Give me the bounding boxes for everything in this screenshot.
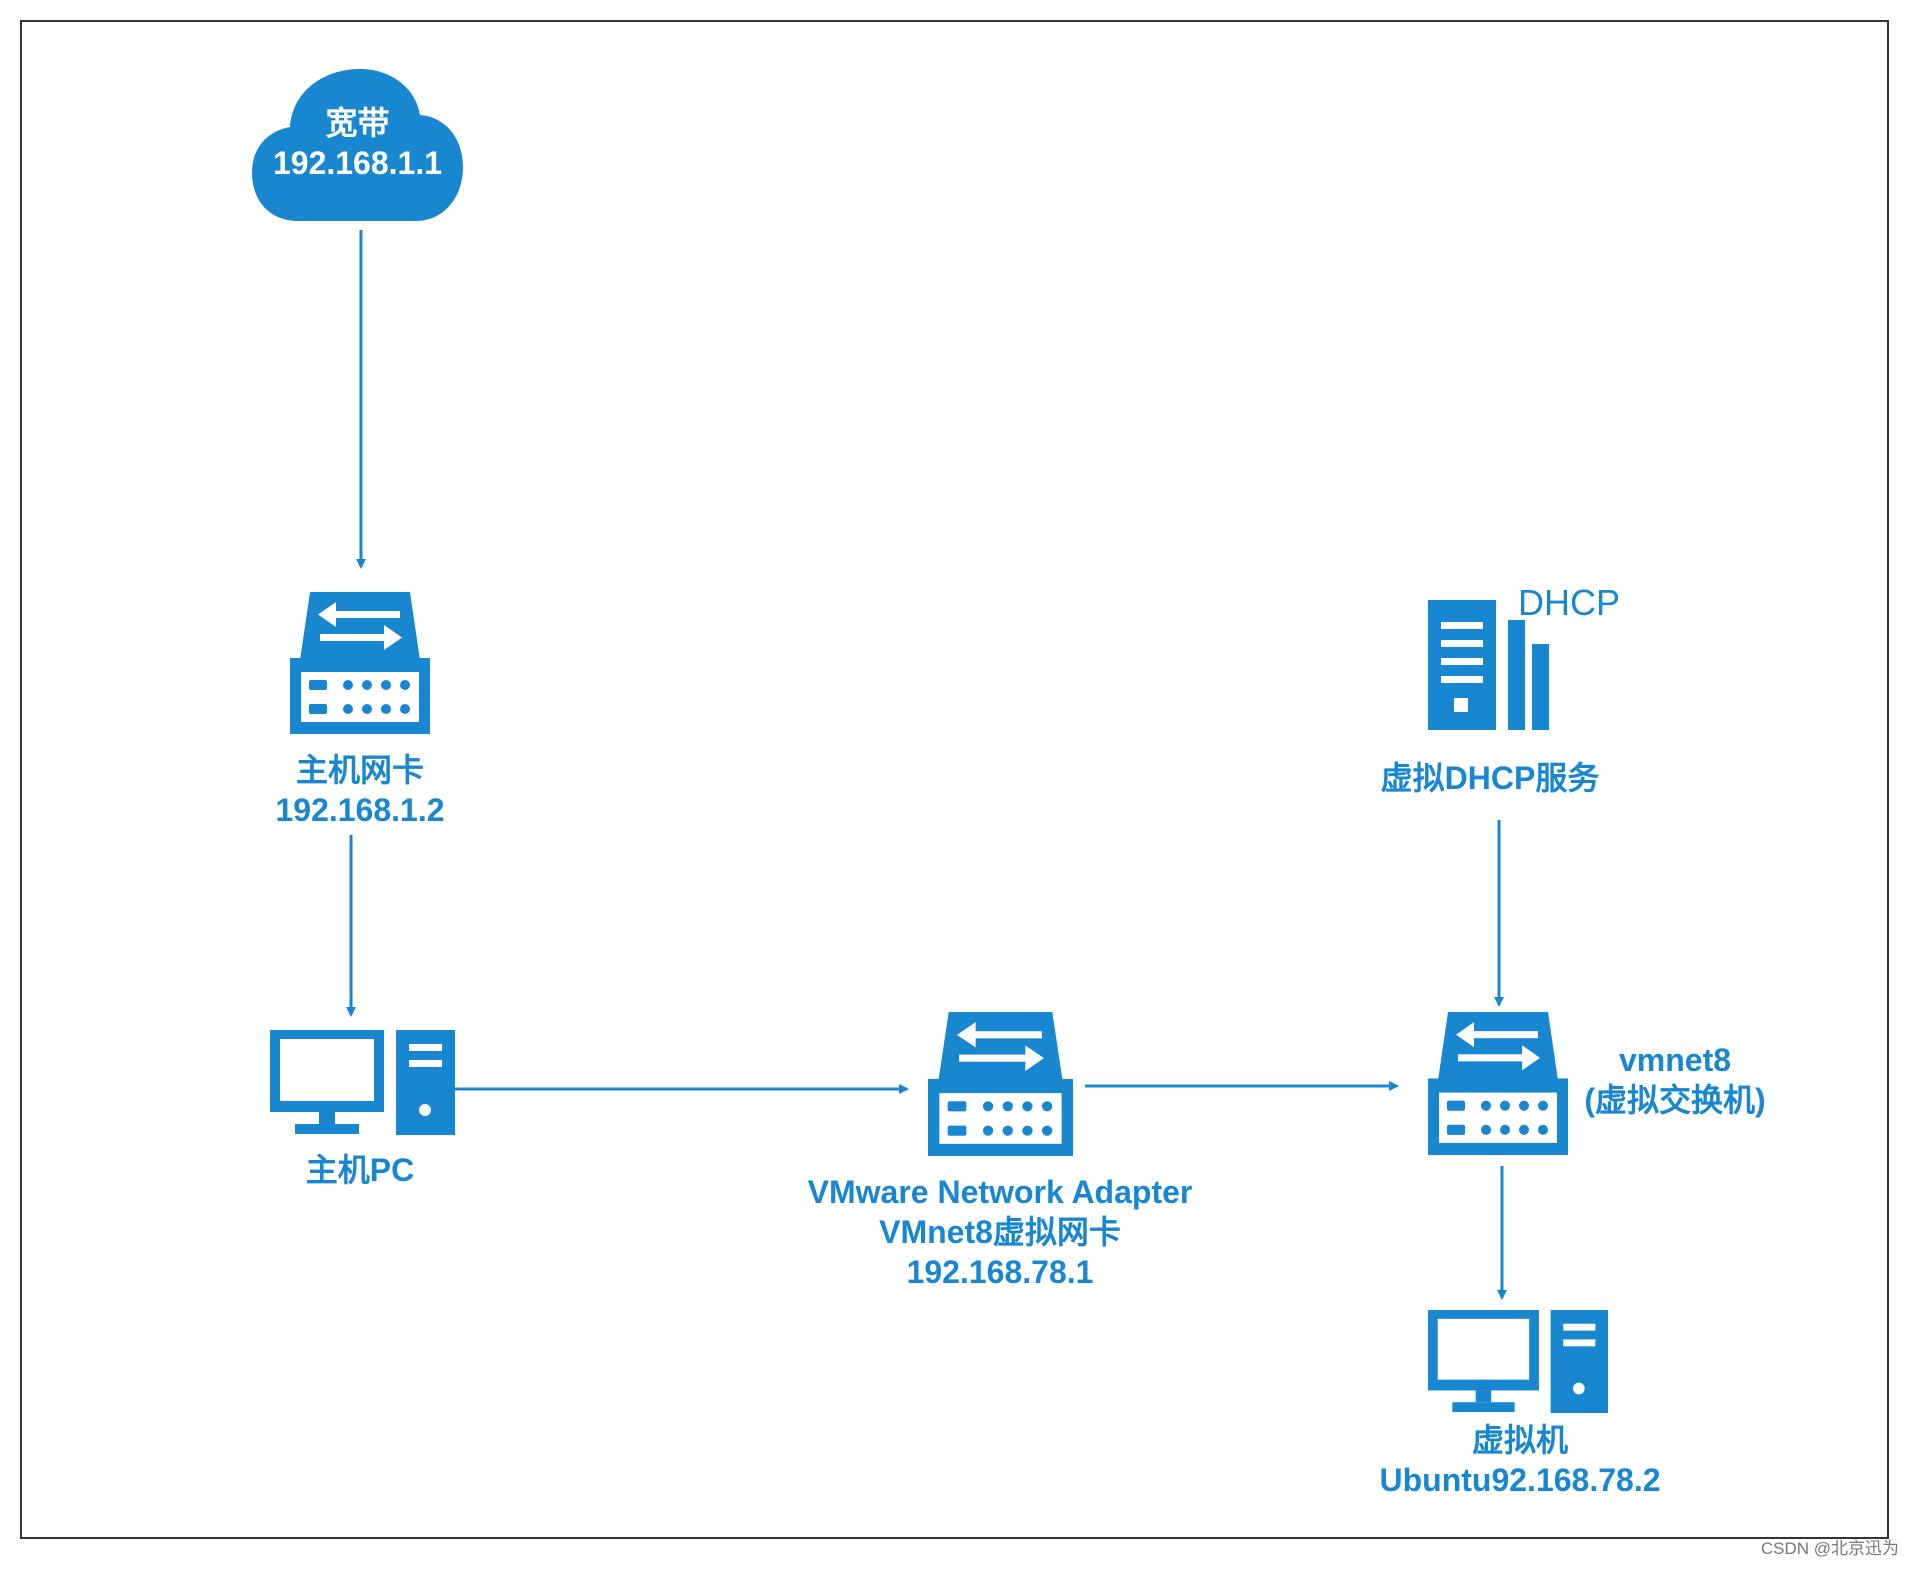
server-icon	[1428, 600, 1549, 730]
computer-icon	[270, 1030, 455, 1135]
internet-node: 宽带 192.168.1.1	[250, 65, 465, 225]
vmnet8-switch-desc: (虚拟交换机)	[1584, 1082, 1766, 1118]
internet-ip: 192.168.1.1	[272, 145, 443, 181]
internet-title: 宽带	[325, 105, 390, 141]
vm-title: 虚拟机	[1471, 1422, 1568, 1458]
vmnet8-adapter-icon-wrap	[928, 1012, 1073, 1156]
host-pc-label: 主机PC	[305, 1152, 415, 1188]
vmnet8-adapter-name: VMware Network Adapter	[807, 1174, 1193, 1210]
vmnet8-switch-name: vmnet8	[1618, 1042, 1732, 1078]
dhcp-service-label: 虚拟DHCP服务	[1380, 760, 1600, 796]
vmnet8-adapter-ip: 192.168.78.1	[906, 1254, 1094, 1290]
host-nic-title: 主机网卡	[295, 752, 424, 788]
diagram-frame	[20, 20, 1889, 1539]
dhcp-tag: DHCP	[1518, 582, 1621, 623]
vmnet8-switch-icon-wrap	[1428, 1012, 1568, 1155]
vm-label: 虚拟机 Ubuntu92.168.78.2	[1350, 1420, 1690, 1500]
host-nic-icon-wrap	[290, 592, 430, 734]
vm-icon-wrap	[1428, 1310, 1608, 1413]
watermark-credit: CSDN @北京迅为	[1760, 1539, 1899, 1558]
vm-os-ip: Ubuntu92.168.78.2	[1379, 1462, 1661, 1498]
switch-icon	[1428, 1012, 1568, 1155]
host-nic-ip: 192.168.1.2	[275, 792, 445, 828]
switch-icon	[928, 1012, 1073, 1156]
cloud-icon	[252, 69, 463, 221]
computer-icon	[1428, 1310, 1608, 1413]
vmnet8-adapter-label: VMware Network Adapter VMnet8虚拟网卡 192.16…	[760, 1172, 1240, 1292]
host-pc-icon-wrap	[270, 1030, 455, 1135]
switch-icon	[290, 592, 430, 734]
vmnet8-switch-label: vmnet8 (虚拟交换机)	[1560, 1040, 1790, 1120]
host-nic-label: 主机网卡 192.168.1.2	[200, 750, 520, 830]
dhcp-server-icon-wrap	[1428, 600, 1560, 730]
vmnet8-adapter-title: VMnet8虚拟网卡	[879, 1214, 1121, 1250]
